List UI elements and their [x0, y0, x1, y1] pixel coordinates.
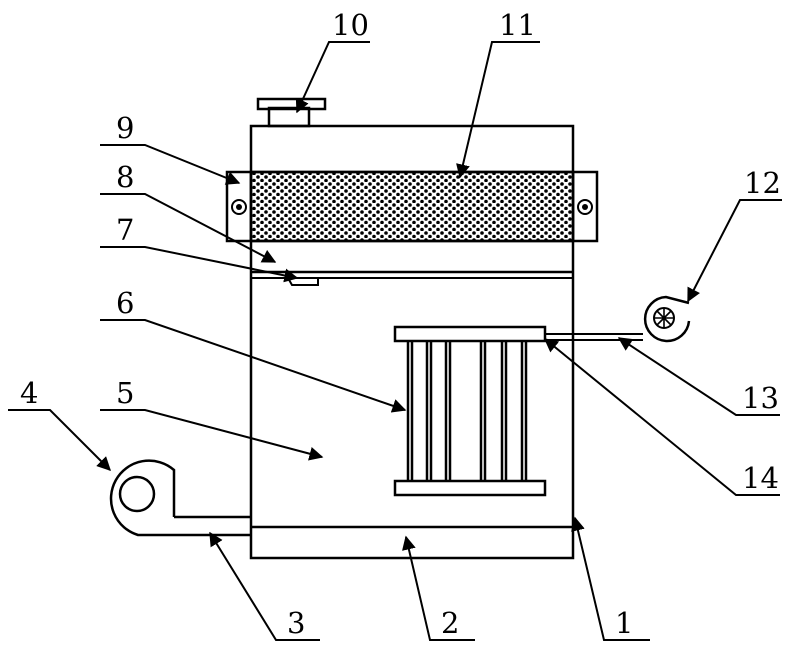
- bolt-icon: [582, 204, 588, 210]
- partition-valve: [287, 277, 319, 286]
- label-6: 6: [116, 286, 134, 320]
- leader-1: [571, 516, 650, 641]
- small-fan-blades: [654, 308, 674, 328]
- leader-11: [456, 41, 540, 179]
- label-13: 13: [742, 381, 779, 415]
- bolt-icon: [236, 204, 242, 210]
- large-fan-hub: [118, 475, 156, 513]
- label-10: 10: [332, 8, 369, 42]
- exchanger-bottom-plate: [393, 479, 547, 497]
- leader-12: [687, 199, 782, 303]
- main-housing: [249, 124, 575, 560]
- filter-frame: [225, 170, 599, 243]
- label-8: 8: [116, 160, 134, 194]
- leader-10: [295, 41, 370, 114]
- label-12: 12: [744, 166, 781, 200]
- label-2: 2: [441, 606, 459, 640]
- top-outlet-flange: [256, 97, 327, 111]
- leader-14: [543, 338, 780, 496]
- exchanger-top-plate: [393, 325, 547, 343]
- label-5: 5: [116, 376, 134, 410]
- leader-3: [209, 531, 320, 641]
- leader-13: [617, 337, 780, 416]
- leader-4: [8, 409, 111, 471]
- leader-2: [402, 535, 475, 641]
- leader-9: [100, 144, 241, 185]
- leader-8: [100, 193, 277, 263]
- leader-6: [100, 319, 407, 413]
- leader-5: [100, 409, 324, 461]
- filter-mesh: [249, 170, 575, 243]
- small-fan-housing: [643, 295, 691, 343]
- label-4: 4: [20, 376, 38, 410]
- leader-7: [100, 246, 299, 283]
- label-14: 14: [742, 461, 779, 495]
- label-11: 11: [499, 8, 536, 42]
- large-fan-housing: [109, 459, 250, 537]
- label-3: 3: [287, 606, 305, 640]
- label-1: 1: [615, 606, 633, 640]
- label-9: 9: [116, 111, 134, 145]
- filter-bolts: [231, 199, 593, 215]
- top-outlet-neck: [267, 106, 311, 128]
- label-7: 7: [116, 213, 134, 247]
